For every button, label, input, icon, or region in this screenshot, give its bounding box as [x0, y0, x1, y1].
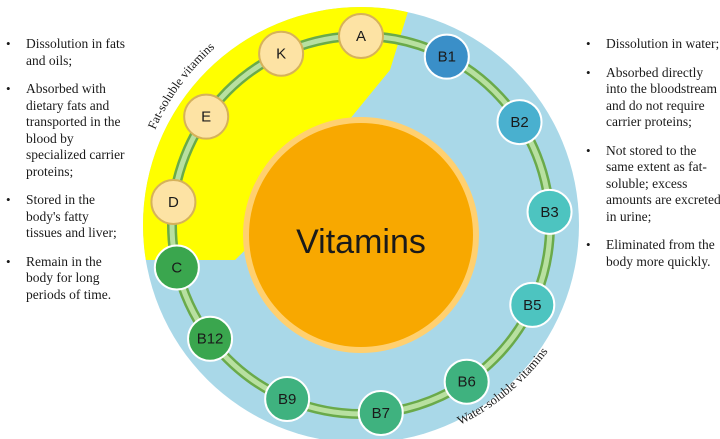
vitamin-node-a [338, 13, 384, 59]
fat-property-item: Stored in the body's fatty tissues and l… [0, 192, 128, 242]
vitamin-node-b6 [443, 358, 490, 405]
vitamin-label-b9: B9 [278, 391, 296, 408]
vitamin-node-b9 [264, 375, 311, 422]
vitamin-label-b2: B2 [510, 114, 528, 131]
vitamin-label-b5: B5 [523, 297, 541, 314]
center-title: Vitamins [296, 223, 426, 261]
vitamin-node-b2 [496, 99, 543, 146]
vitamin-node-k [258, 30, 305, 77]
vitamin-node-b7 [357, 389, 404, 436]
vitamin-label-c: C [171, 260, 182, 277]
water-property-item: Dissolution in water; [580, 36, 720, 53]
vitamin-node-b5 [509, 281, 556, 328]
vitamin-node-d [150, 178, 197, 225]
water-soluble-properties: Dissolution in water; Absorbed directly … [580, 36, 720, 282]
center-disc [249, 123, 473, 347]
vitamin-node-e [183, 93, 230, 140]
vitamin-label-k: K [276, 46, 286, 63]
vitamin-label-b6: B6 [458, 374, 476, 391]
fat-property-item: Remain in the body for long periods of t… [0, 254, 128, 304]
vitamin-label-b7: B7 [372, 405, 390, 422]
vitamin-label-d: D [168, 194, 179, 211]
vitamin-node-c [153, 244, 200, 291]
vitamin-label-e: E [201, 109, 211, 126]
fat-property-item: Absorbed with dietary fats and transport… [0, 81, 128, 180]
vitamin-node-b1 [423, 33, 470, 80]
vitamin-label-b12: B12 [197, 331, 224, 348]
fat-property-item: Dissolution in fats and oils; [0, 36, 128, 69]
vitamin-label-a: A [356, 28, 366, 45]
water-property-item: Absorbed directly into the bloodstream a… [580, 65, 720, 131]
water-property-item: Not stored to the same extent as fat-sol… [580, 143, 720, 226]
vitamin-label-b1: B1 [438, 49, 456, 66]
fat-soluble-properties: Dissolution in fats and oils; Absorbed w… [0, 36, 128, 315]
vitamin-label-b3: B3 [540, 204, 558, 221]
vitamin-node-b12 [187, 315, 234, 362]
water-property-item: Eliminated from the body more quickly. [580, 237, 720, 270]
vitamin-node-b3 [526, 188, 573, 235]
